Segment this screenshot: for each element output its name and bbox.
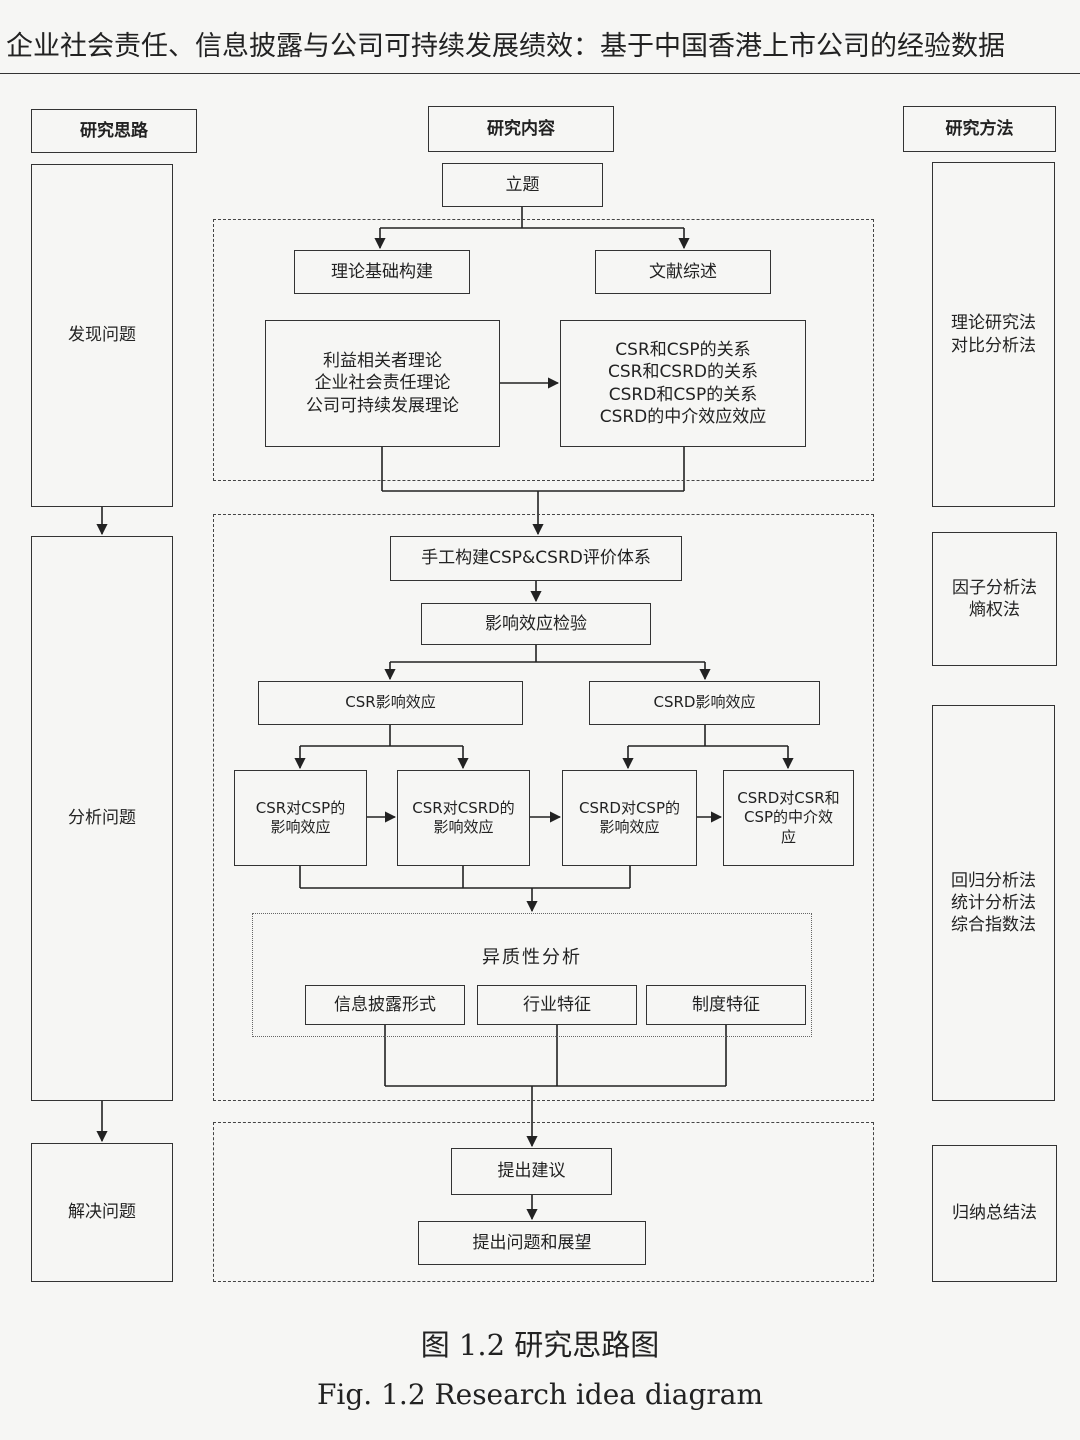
node-theories: 利益相关者理论 企业社会责任理论 公司可持续发展理论 <box>265 320 500 447</box>
node-topic: 立题 <box>442 163 603 207</box>
method-theory-comparison: 理论研究法 对比分析法 <box>932 162 1055 507</box>
method-line: 归纳总结法 <box>952 1203 1037 1224</box>
node-csrd-effect: CSRD影响效应 <box>589 681 820 725</box>
theory-line: 企业社会责任理论 <box>314 373 451 394</box>
sub-effect-line: CSRD对CSP的 <box>578 798 680 817</box>
node-effect-test: 影响效应检验 <box>421 603 651 645</box>
method-induction-summary: 归纳总结法 <box>932 1145 1057 1282</box>
method-line: 综合指数法 <box>951 915 1036 936</box>
figure-caption-en: Fig. 1.2 Research idea diagram <box>317 1378 763 1411</box>
node-csr-effect: CSR影响效应 <box>258 681 523 725</box>
sub-effect-line: 影响效应 <box>599 818 660 836</box>
relation-line: CSR和CSP的关系 <box>615 340 751 361</box>
method-line: 因子分析法 <box>952 577 1037 598</box>
node-literature-review: 文献综述 <box>595 250 771 294</box>
relation-line: CSR和CSRD的关系 <box>607 362 759 383</box>
sub-effect-line: 应 <box>780 827 796 846</box>
method-line: 熵权法 <box>969 600 1020 620</box>
heterogeneity-title: 异质性分析 <box>482 947 582 968</box>
sub-effect-line: CSR对CSRD的 <box>412 798 515 817</box>
node-suggestion: 提出建议 <box>451 1148 612 1195</box>
sub-effect-line: CSRD对CSR和 <box>737 788 840 807</box>
node-evaluation-system: 手工构建CSP&CSRD评价体系 <box>390 536 682 581</box>
step-discover-problem: 发现问题 <box>31 164 173 507</box>
heterogeneity-group <box>252 913 812 1037</box>
column-header-research-methods: 研究方法 <box>903 106 1056 152</box>
theory-line: 利益相关者理论 <box>323 351 442 372</box>
method-line: 统计分析法 <box>951 892 1036 913</box>
theory-line: 公司可持续发展理论 <box>306 395 459 416</box>
node-outlook: 提出问题和展望 <box>418 1221 646 1265</box>
method-line: 理论研究法 <box>951 313 1036 334</box>
relation-line: CSRD的中介效应效应 <box>599 406 767 427</box>
step-analyze-problem: 分析问题 <box>31 536 173 1101</box>
column-header-research-content: 研究内容 <box>428 106 614 152</box>
stage-group-solution <box>213 1122 874 1282</box>
figure-caption-cn: 图 1.2 研究思路图 <box>420 1328 660 1362</box>
sub-effect-line: CSR对CSP的 <box>255 798 346 817</box>
node-csrd-on-csp: CSRD对CSP的 影响效应 <box>562 770 697 866</box>
relation-line: CSRD和CSP的关系 <box>608 384 758 405</box>
node-theory-base: 理论基础构建 <box>294 250 470 294</box>
node-csr-on-csrd: CSR对CSRD的 影响效应 <box>397 770 530 866</box>
sub-effect-line: 影响效应 <box>433 818 494 836</box>
stage-group-analysis <box>213 514 874 1101</box>
sub-effect-line: 影响效应 <box>270 818 331 836</box>
hetero-industry-feature: 行业特征 <box>477 985 637 1025</box>
method-line: 回归分析法 <box>951 870 1036 891</box>
page-header: 企业社会责任、信息披露与公司可持续发展绩效：基于中国香港上市公司的经验数据 <box>0 0 1080 74</box>
sub-effect-line: CSP的中介效 <box>743 808 834 827</box>
node-csr-on-csp: CSR对CSP的 影响效应 <box>234 770 367 866</box>
method-factor-entropy: 因子分析法 熵权法 <box>932 532 1057 666</box>
step-solve-problem: 解决问题 <box>31 1143 173 1282</box>
page-header-title: 企业社会责任、信息披露与公司可持续发展绩效：基于中国香港上市公司的经验数据 <box>6 31 1005 62</box>
method-regression-statistics: 回归分析法 统计分析法 综合指数法 <box>932 705 1055 1101</box>
method-line: 对比分析法 <box>951 335 1036 356</box>
hetero-disclosure-form: 信息披露形式 <box>305 985 465 1025</box>
hetero-institution-feature: 制度特征 <box>646 985 806 1025</box>
node-csrd-mediation: CSRD对CSR和 CSP的中介效 应 <box>723 770 854 866</box>
stage-group-theory <box>213 219 874 481</box>
node-relations: CSR和CSP的关系 CSR和CSRD的关系 CSRD和CSP的关系 CSRD的… <box>560 320 806 447</box>
column-header-research-approach: 研究思路 <box>31 109 197 153</box>
